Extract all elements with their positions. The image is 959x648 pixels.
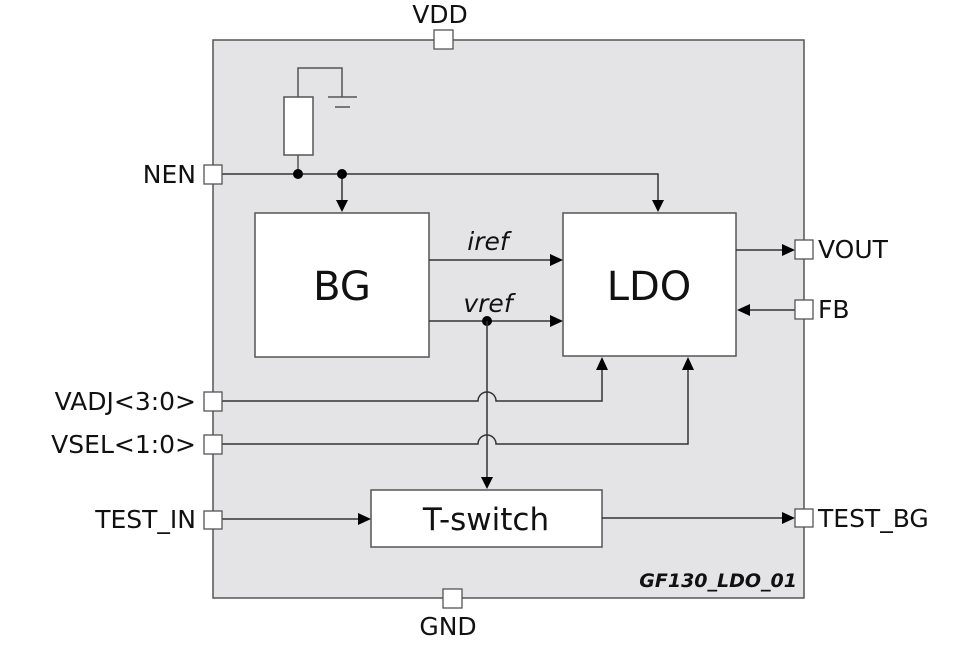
pin-label: VADJ<3:0> bbox=[55, 387, 196, 416]
pin-pad bbox=[203, 510, 223, 530]
pin-nen: NEN bbox=[143, 160, 223, 189]
bg-label: BG bbox=[313, 264, 371, 310]
junction-dot bbox=[293, 169, 303, 179]
ldo-label: LDO bbox=[607, 264, 692, 310]
pin-test-bg: TEST_BG bbox=[794, 504, 929, 533]
nen-wire bbox=[222, 173, 659, 200]
ldo-box bbox=[562, 212, 737, 357]
pin-label: NEN bbox=[143, 160, 196, 189]
arrow-to-bg bbox=[336, 200, 348, 212]
pin-label: TEST_BG bbox=[817, 504, 929, 533]
arrow-to-ldo bbox=[652, 200, 664, 212]
ground-icon bbox=[328, 96, 357, 108]
arrow-vout bbox=[782, 244, 795, 256]
pin-label: VSEL<1:0> bbox=[51, 430, 196, 459]
arrow-vref bbox=[550, 315, 563, 327]
pin-pad bbox=[442, 588, 463, 609]
vout-net bbox=[736, 244, 795, 256]
block-tswitch: T-switch bbox=[370, 489, 603, 548]
arrow-iref bbox=[550, 254, 563, 266]
pin-label: TEST_IN bbox=[94, 505, 196, 534]
pin-test-in: TEST_IN bbox=[94, 505, 223, 534]
vadj-wire bbox=[222, 370, 603, 402]
pin-label: VDD bbox=[412, 0, 468, 29]
block-ldo: LDO bbox=[562, 212, 737, 357]
pin-vadj: VADJ<3:0> bbox=[55, 387, 223, 416]
vref-label: vref bbox=[463, 289, 515, 318]
arrow-test-bg bbox=[782, 512, 795, 524]
arrow-vadj bbox=[596, 357, 608, 370]
arrow-vsel bbox=[682, 357, 694, 370]
tswitch-label: T-switch bbox=[422, 502, 549, 538]
block-bg: BG bbox=[254, 212, 430, 358]
vsel-net bbox=[222, 357, 694, 445]
test-bg-net bbox=[602, 512, 795, 524]
vref-net: vref bbox=[429, 289, 563, 489]
pin-fb: FB bbox=[794, 295, 850, 324]
resistor-icon bbox=[283, 96, 314, 156]
iref-label: iref bbox=[467, 227, 512, 256]
pin-vsel: VSEL<1:0> bbox=[51, 430, 223, 459]
chip-name: GF130_LDO_01 bbox=[639, 570, 797, 592]
pin-pad bbox=[433, 29, 454, 50]
junction-dot bbox=[337, 169, 347, 179]
tswitch-box bbox=[370, 489, 603, 548]
vsel-wire bbox=[222, 370, 689, 445]
pin-pad bbox=[203, 164, 223, 185]
pin-pad bbox=[794, 239, 814, 260]
resistor-wire bbox=[297, 67, 343, 97]
arrow-fb bbox=[737, 304, 750, 316]
pin-gnd: GND bbox=[419, 588, 477, 641]
iref-net: iref bbox=[429, 227, 563, 266]
pin-pad bbox=[203, 391, 223, 412]
pin-pad bbox=[794, 508, 814, 528]
fb-net bbox=[737, 304, 795, 316]
pin-label: GND bbox=[419, 612, 476, 641]
test-in-net bbox=[222, 513, 371, 525]
pin-pad bbox=[794, 299, 814, 320]
pin-pad bbox=[203, 434, 223, 455]
pin-vdd: VDD bbox=[412, 0, 468, 50]
pin-label: FB bbox=[818, 295, 850, 324]
vadj-net bbox=[222, 357, 608, 402]
nen-net bbox=[222, 169, 664, 212]
pin-label: VOUT bbox=[818, 235, 889, 264]
pin-vout: VOUT bbox=[794, 235, 889, 264]
arrow-test-in bbox=[358, 513, 371, 525]
bg-box bbox=[254, 212, 430, 358]
arrow-to-tswitch bbox=[481, 477, 493, 489]
